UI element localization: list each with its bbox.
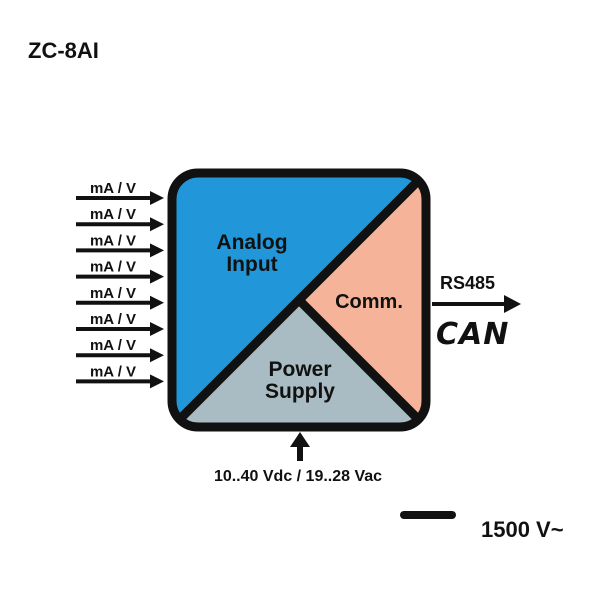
input-channel: mA / V (76, 311, 164, 336)
isolation-voltage-label: 1500 V~ (481, 517, 564, 542)
input-arrow-head (150, 191, 164, 205)
input-label: mA / V (90, 285, 136, 302)
comm-section (299, 173, 426, 427)
module-outline (167, 168, 431, 432)
input-channel: mA / V (76, 232, 164, 258)
module-block: Analog Input Comm. Power Supply (167, 168, 431, 432)
product-title: ZC-8AI (28, 38, 99, 63)
input-channel: mA / V (76, 285, 164, 310)
power-supply-arrow (290, 432, 310, 461)
input-channel: mA / V (76, 363, 164, 389)
power-supply-label-line1: Power (268, 358, 331, 381)
input-label: mA / V (90, 232, 136, 249)
input-label: mA / V (90, 180, 136, 197)
input-arrow-head (150, 322, 164, 336)
input-arrow-head (150, 243, 164, 258)
input-label: mA / V (90, 206, 136, 223)
analog-input-label-line1: Analog (216, 231, 287, 254)
input-label: mA / V (90, 311, 136, 328)
power-supply-section (172, 300, 426, 427)
input-label: mA / V (90, 363, 136, 380)
input-label: mA / V (90, 259, 136, 276)
input-arrow-head (150, 348, 164, 363)
power-supply-label-line2: Supply (265, 380, 335, 403)
analog-input-label-line2: Input (226, 253, 277, 276)
input-arrow-head (150, 217, 164, 232)
can-logo-text: CAN (436, 317, 509, 352)
comm-label: Comm. (335, 291, 403, 313)
input-channel: mA / V (76, 180, 164, 205)
divider-right (295, 296, 426, 427)
input-arrow-head (150, 295, 164, 310)
input-channel: mA / V (76, 337, 164, 363)
input-label: mA / V (90, 337, 136, 354)
input-arrow-head (150, 269, 164, 284)
input-arrow-head (150, 374, 164, 389)
output-arrow (432, 295, 521, 313)
rs485-label: RS485 (440, 273, 495, 293)
isolation-bar (400, 511, 456, 519)
supply-voltage-label: 10..40 Vdc / 19..28 Vac (214, 468, 382, 485)
input-channel: mA / V (76, 206, 164, 232)
input-arrows: mA / V mA / V mA / V mA / V mA / V mA / V mA /… (76, 180, 164, 389)
input-channel: mA / V (76, 259, 164, 284)
